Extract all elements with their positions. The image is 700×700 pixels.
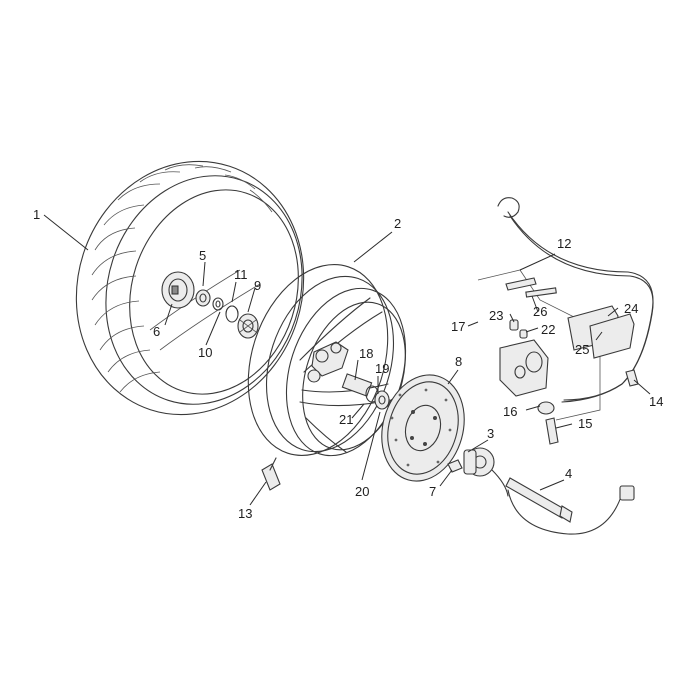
callout-24: 24 (624, 301, 638, 316)
callout-22: 22 (541, 322, 555, 337)
callout-10: 10 (198, 345, 212, 360)
callout-7: 7 (429, 484, 436, 499)
callout-numbers: 1 2 3 4 5 6 7 8 9 10 11 12 13 14 15 16 1… (33, 207, 663, 521)
brake-disc (381, 374, 465, 482)
brake-caliper-assembly (477, 269, 635, 421)
callout-16: 16 (503, 404, 517, 419)
callout-23: 23 (489, 308, 503, 323)
callout-8: 8 (455, 354, 462, 369)
hub-components (161, 271, 259, 339)
callout-11: 11 (234, 267, 248, 282)
tyre-valve (261, 457, 281, 491)
callout-20: 20 (355, 484, 369, 499)
callout-25: 25 (575, 342, 589, 357)
callout-26: 26 (533, 304, 547, 319)
callout-18: 18 (359, 346, 373, 361)
callout-9: 9 (254, 278, 261, 293)
callout-6: 6 (153, 324, 160, 339)
callout-4: 4 (565, 466, 572, 481)
disc-bolt (447, 459, 463, 473)
callout-1: 1 (33, 207, 40, 222)
callout-5: 5 (199, 248, 206, 263)
callout-21: 21 (339, 412, 353, 427)
callout-17: 17 (451, 319, 465, 334)
wheel-axle (505, 477, 635, 535)
callout-15: 15 (578, 416, 592, 431)
tyre (75, 160, 305, 416)
callout-13: 13 (238, 506, 252, 521)
callout-19: 19 (375, 361, 389, 376)
brake-hose (497, 197, 654, 403)
callout-3: 3 (487, 426, 494, 441)
callout-2: 2 (394, 216, 401, 231)
banjo-and-bolts (537, 369, 639, 445)
leader-lines (43, 214, 651, 506)
callout-14: 14 (649, 394, 663, 409)
callout-12: 12 (557, 236, 571, 251)
speedometer-drive (463, 447, 509, 497)
